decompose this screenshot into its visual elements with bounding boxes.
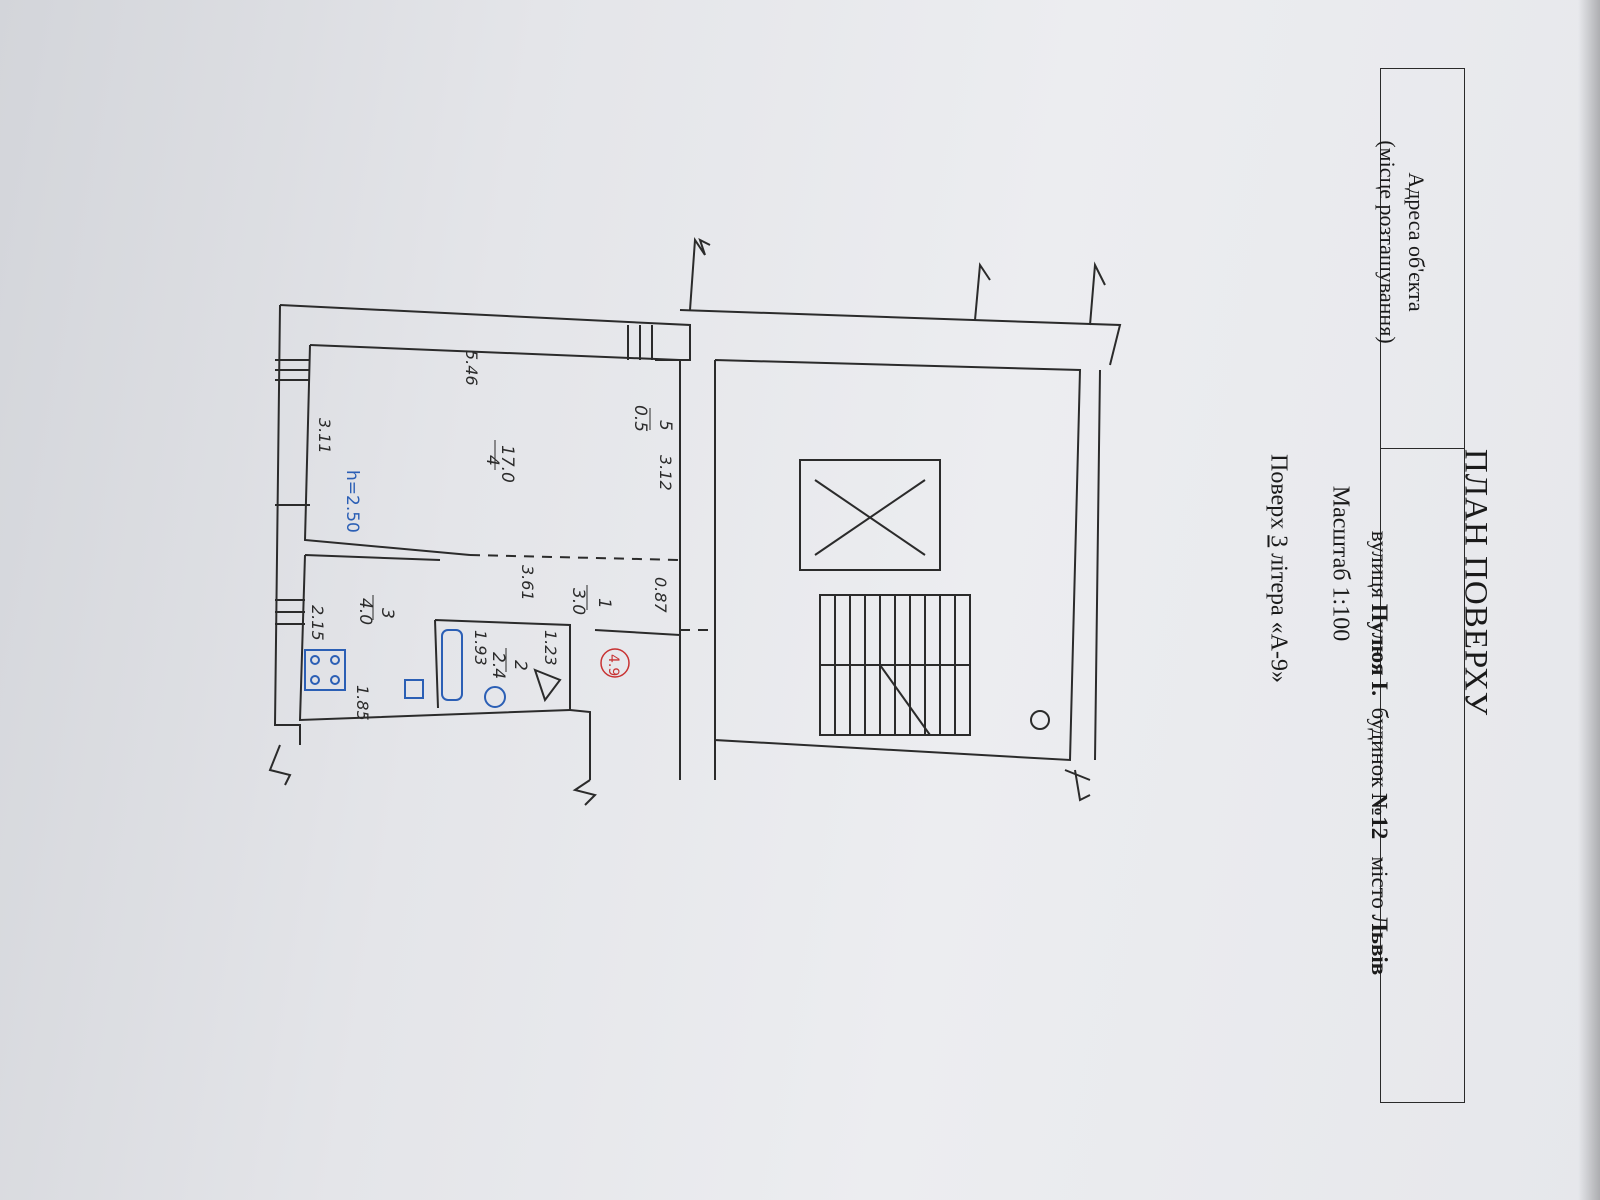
room-3-area: 4.0 — [355, 598, 375, 625]
break-line-top-mid — [974, 262, 991, 321]
sink-icon — [404, 679, 424, 699]
stairwell-outer-wall — [679, 309, 1122, 762]
window-left-bottom — [275, 599, 305, 625]
dimension-3-11: 3.11 — [315, 418, 334, 454]
page-edge-shadow — [1578, 0, 1600, 1200]
ceiling-height: h=2.50 — [342, 470, 362, 533]
dimension-3-12: 3.12 — [656, 455, 675, 491]
break-line-top-right — [1089, 261, 1106, 326]
dimension-2-15: 2.15 — [308, 605, 327, 641]
address-table — [1380, 68, 1465, 1103]
dimension-1-23: 1.23 — [541, 630, 560, 666]
ventilation-icon — [1030, 710, 1050, 730]
room-4-area: 17.0 — [497, 445, 517, 483]
apartment-outer-wall — [273, 304, 691, 745]
apartment-inner-wall-top — [309, 344, 681, 361]
room-5-area: 0.5 — [630, 405, 650, 432]
room-1-area: 3.0 — [568, 588, 588, 615]
corridor-wall — [569, 629, 681, 780]
room-5-number: 5 — [655, 420, 675, 431]
dimension-3-61: 3.61 — [518, 565, 537, 601]
elevator-cross — [814, 479, 926, 556]
window-top — [627, 325, 653, 360]
kitchen-boundary — [469, 554, 681, 561]
partition-wall — [298, 554, 571, 722]
bathroom-wall — [434, 619, 571, 710]
stove-icon — [304, 649, 346, 691]
table-divider — [1381, 448, 1464, 449]
dimension-1-85: 1.85 — [353, 685, 372, 721]
dimension-0-87: 0.87 — [651, 577, 670, 613]
corridor-door-opening — [680, 629, 716, 680]
room-2-number: 2 — [510, 660, 530, 671]
window-left-top — [275, 359, 310, 506]
room-2-area: 2.4 — [488, 652, 508, 679]
room-1-number: 1 — [594, 598, 614, 609]
elevator-shaft — [799, 459, 941, 571]
dimension-1-93: 1.93 — [471, 630, 490, 666]
dimension-5-46: 5.46 — [462, 350, 481, 386]
room-3-number: 3 — [377, 608, 397, 619]
water-heater-icon — [484, 686, 506, 708]
break-line-bottom-left — [268, 744, 292, 786]
toilet-icon — [533, 668, 562, 703]
break-line-top-left — [689, 237, 711, 311]
stair-steps — [820, 595, 970, 735]
room-4-number: 4 — [482, 455, 502, 466]
stair-arrow — [879, 664, 931, 736]
apartment-area: 4.9 — [605, 654, 621, 676]
apartment-area-circle — [600, 648, 630, 678]
corridor-left-wall — [679, 360, 716, 780]
break-line-bottom-mid — [572, 779, 597, 806]
bathtub-icon — [441, 629, 463, 701]
stairwell-wall-right — [1064, 369, 1101, 781]
apartment-inner-wall-left — [303, 344, 471, 556]
break-line-bottom-right — [1074, 769, 1091, 802]
